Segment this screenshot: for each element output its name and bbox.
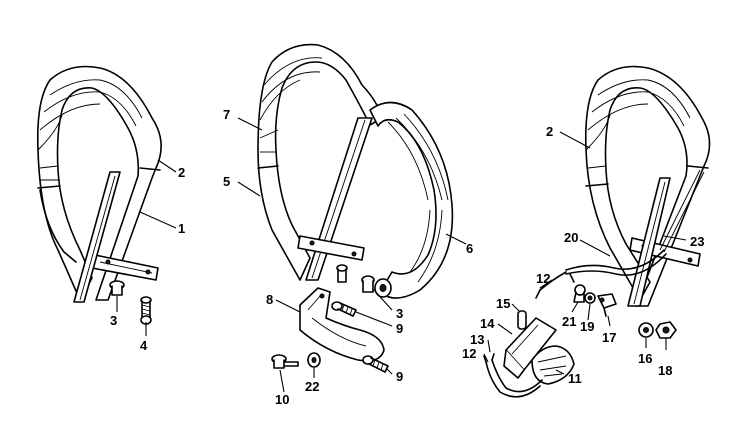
screw-part-3-left [109,280,125,296]
callout-labels: 2 1 3 4 7 5 6 3 8 9 9 10 22 2 20 23 12 1… [110,107,704,407]
label-12: 12 [536,271,550,286]
wire-end-part-12-upper [535,289,541,299]
label-13: 13 [470,332,484,347]
label-4: 4 [140,338,148,353]
part-21 [569,273,586,303]
label-23: 23 [690,234,704,249]
screw-part-9-upper [331,301,357,317]
label-21: 21 [562,314,576,329]
guard-tube-part-6 [369,101,454,299]
label-12: 12 [462,346,476,361]
label-3: 3 [110,313,117,328]
label-7: 7 [223,107,230,122]
label-6: 6 [466,241,473,256]
label-9: 9 [396,321,403,336]
handlebar-right [584,65,711,307]
label-3: 3 [396,306,403,321]
label-15: 15 [496,296,510,311]
switch-part-17 [597,293,617,317]
screw-part-3-center [361,275,375,293]
pin-part-15 [517,310,527,330]
leader-lines [116,117,687,393]
label-5: 5 [223,174,230,189]
label-18: 18 [658,363,672,378]
label-8: 8 [266,292,273,307]
housing-part-14 [503,317,557,379]
label-14: 14 [480,316,495,331]
handlebar-left [36,65,162,325]
screw-part-10 [271,354,299,369]
handlebar-center [257,43,454,299]
bracket-plate-part-8 [299,287,385,362]
washer-part-22 [307,352,321,368]
label-10: 10 [275,392,289,407]
label-19: 19 [580,319,594,334]
label-17: 17 [602,330,616,345]
label-9: 9 [396,369,403,384]
label-22: 22 [305,379,319,394]
label-1: 1 [178,221,185,236]
label-20: 20 [564,230,578,245]
cable-part-20 [539,249,667,291]
wire-part-13 [483,353,543,398]
screw-part-4 [140,296,152,325]
nut-part-18 [655,321,677,339]
washer-part-16 [638,322,654,338]
label-11: 11 [568,371,582,386]
label-2: 2 [546,124,553,139]
label-16: 16 [638,351,652,366]
part-19 [584,292,596,304]
label-2: 2 [178,165,185,180]
